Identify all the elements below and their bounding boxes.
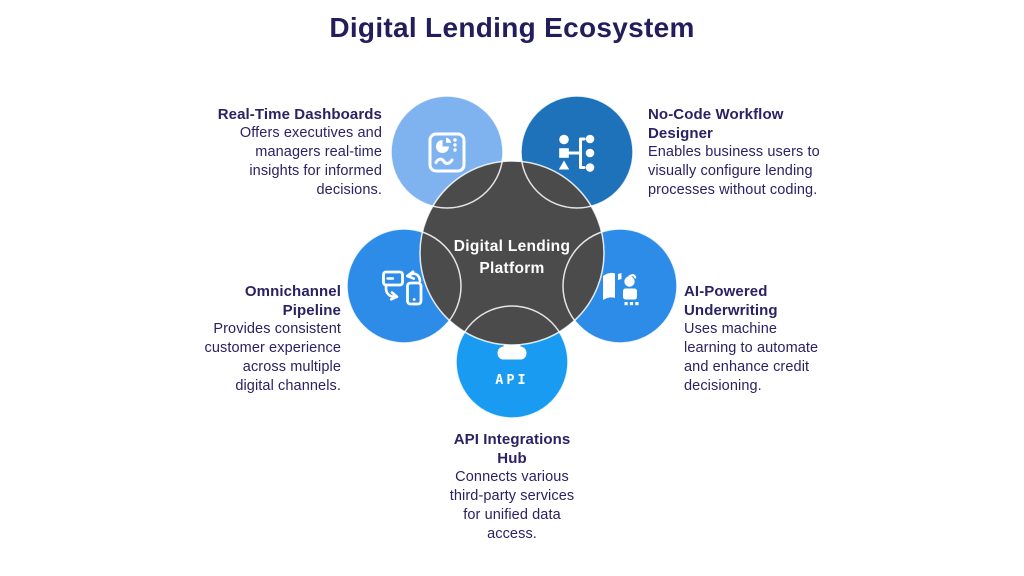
node-desc-line: insights for informed [249, 163, 382, 179]
node-desc-line: visually configure lending [648, 163, 813, 179]
node-desc-line: and enhance credit [684, 359, 810, 375]
node-label-api-integrations-hub: API Integrations Hub Connects various th… [427, 430, 597, 544]
node-desc-line: Offers executives and [239, 125, 382, 141]
node-label-ai-powered-underwriting: AI-Powered Underwriting Uses machine lea… [684, 282, 859, 396]
node-outline-api-integrations-hub [455, 305, 569, 419]
node-heading-line: Designer [648, 125, 713, 142]
node-desc-line: processes without coding. [648, 182, 818, 198]
node-desc-line: managers real-time [255, 144, 382, 160]
api-icon-label: API [495, 372, 529, 388]
center-label: Digital Lending Platform [412, 236, 612, 279]
node-heading-line: No-Code Workflow [648, 106, 784, 123]
node-desc-line: for unified data [463, 507, 561, 523]
node-label-omnichannel-pipeline: Omnichannel Pipeline Provides consistent… [146, 282, 341, 396]
node-desc-line: customer experience [204, 340, 341, 356]
workflow-icon [558, 134, 595, 172]
node-heading-line: Pipeline [282, 302, 341, 319]
node-heading-line: Hub [497, 450, 527, 467]
page-title: Digital Lending Ecosystem [329, 12, 695, 43]
node-desc-line: Uses machine [684, 321, 778, 337]
node-heading-line: Omnichannel [244, 283, 341, 300]
node-desc-line: across multiple [242, 359, 341, 375]
ai-robot-book-icon [603, 272, 639, 306]
node-heading-line: Real-Time Dashboards [217, 106, 382, 123]
node-outline-arcs [346, 95, 678, 419]
node-outline-ai-powered-underwriting [562, 228, 678, 344]
node-desc-line: learning to automate [684, 340, 819, 356]
center-label-line2: Platform [479, 259, 545, 277]
node-desc-line: decisioning. [684, 378, 762, 394]
node-desc-line: access. [487, 526, 537, 542]
node-outline-no-code-workflow-designer [520, 95, 634, 209]
dashboard-icon [428, 132, 466, 173]
devices-sync-icon [382, 270, 423, 306]
node-desc-line: Enables business users to [648, 144, 820, 160]
node-heading-line: AI-Powered [684, 283, 768, 300]
api-cloud-icon [497, 339, 527, 360]
node-desc-line: Provides consistent [213, 321, 341, 337]
center-circle [419, 160, 605, 346]
node-label-real-time-dashboards: Real-Time Dashboards Offers executives a… [190, 105, 382, 200]
node-outline-omnichannel-pipeline [346, 228, 462, 344]
node-desc-line: Connects various [455, 469, 569, 485]
node-heading-line: API Integrations [453, 431, 571, 448]
node-outline-real-time-dashboards [390, 95, 504, 209]
node-label-no-code-workflow-designer: No-Code Workflow Designer Enables busine… [648, 105, 853, 200]
node-desc-line: digital channels. [235, 378, 341, 394]
node-desc-line: third-party services [449, 488, 575, 504]
node-desc-line: decisions. [316, 182, 382, 198]
node-heading-line: Underwriting [684, 302, 778, 319]
center-label-line1: Digital Lending [453, 238, 571, 255]
